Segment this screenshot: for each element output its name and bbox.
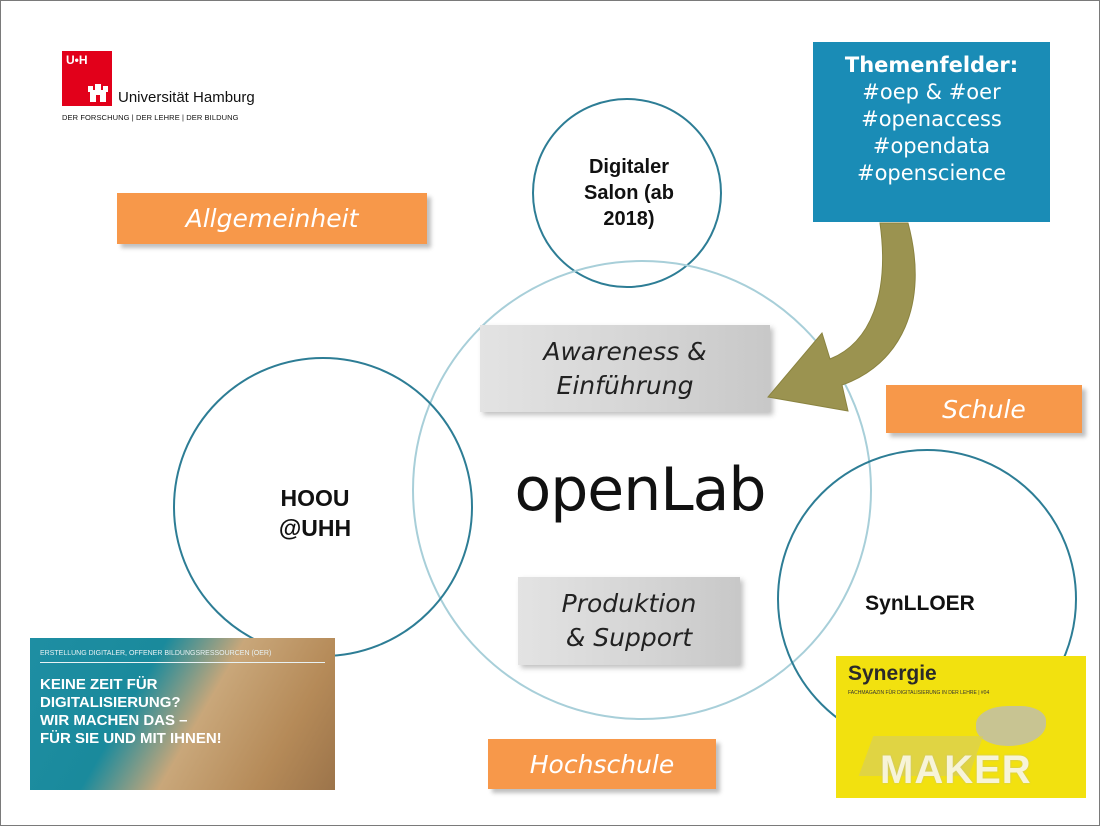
logo-name: Universität Hamburg: [118, 89, 255, 106]
awareness-box: Awareness & Einführung: [480, 325, 770, 412]
castle-icon: [88, 84, 108, 102]
magazine-subtitle: FACHMAGAZIN FÜR DIGITALISIERUNG IN DER L…: [848, 690, 990, 696]
poster-line: FÜR SIE UND MIT IHNEN!: [40, 730, 222, 747]
themen-item: #openscience: [856, 161, 1007, 185]
awareness-line: Einführung: [556, 370, 694, 400]
produktion-line: & Support: [565, 623, 693, 652]
poster-line: DIGITALISIERUNG?: [40, 694, 181, 711]
openlab-title: openLab: [514, 455, 766, 525]
poster-line: KEINE ZEIT FÜR: [40, 676, 158, 693]
hoou-line: @UHH: [278, 515, 352, 541]
awareness-line: Awareness &: [543, 336, 707, 366]
logo-mark-text: U•H: [66, 53, 88, 67]
logo-tagline: DER FORSCHUNG | DER LEHRE | DER BILDUNG: [62, 113, 239, 122]
produktion-box: Produktion & Support: [518, 577, 740, 665]
magazine-headline: MAKER: [880, 748, 1032, 792]
themen-item: #openaccess: [861, 107, 1002, 131]
hoou-poster-image: ERSTELLUNG DIGITALER, OFFENER BILDUNGSRE…: [30, 638, 335, 790]
hoou-line: HOOU: [280, 485, 350, 511]
hoou-label: HOOU @UHH: [240, 483, 390, 543]
poster-subtitle: ERSTELLUNG DIGITALER, OFFENER BILDUNGSRE…: [40, 650, 272, 657]
schule-box: Schule: [886, 385, 1082, 433]
allgemeinheit-box: Allgemeinheit: [117, 193, 427, 244]
magazine-title: Synergie: [848, 662, 937, 685]
poster-headline: KEINE ZEIT FÜR DIGITALISIERUNG? WIR MACH…: [40, 676, 222, 748]
logo-mark: U•H: [62, 51, 112, 106]
themen-item: #opendata: [872, 134, 991, 158]
themenfelder-title: Themenfelder:: [844, 53, 1019, 77]
poster-line: WIR MACHEN DAS –: [40, 712, 188, 729]
synlloer-label: SynLLOER: [865, 592, 975, 615]
poster-rule: [40, 662, 325, 663]
hochschule-box: Hochschule: [488, 739, 716, 789]
curved-arrow-icon: [767, 222, 916, 412]
salon-label: Digitaler Salon (ab 2018): [583, 155, 674, 230]
synergie-magazine-image: Synergie FACHMAGAZIN FÜR DIGITALISIERUNG…: [836, 656, 1086, 798]
themenfelder-box: Themenfelder: #oep & #oer #openaccess #o…: [813, 42, 1050, 222]
university-logo: U•H Universität Hamburg DER FORSCHUNG | …: [62, 51, 302, 131]
themen-item: #oep & #oer: [862, 80, 1001, 104]
magazine-shape: [976, 706, 1046, 746]
produktion-line: Produktion: [561, 589, 697, 618]
